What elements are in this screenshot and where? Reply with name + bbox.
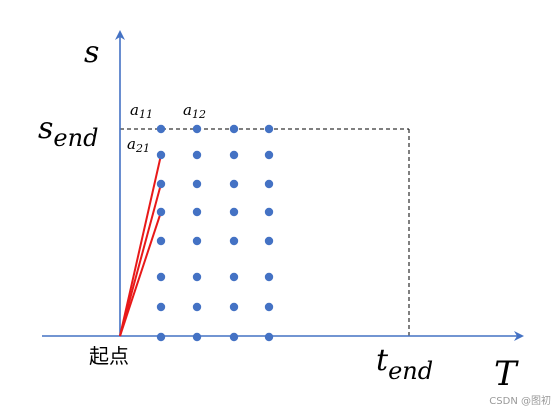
s-end-label: send <box>38 111 98 152</box>
grid-point <box>229 236 239 246</box>
grid-point <box>156 207 166 217</box>
a11-sub: 11 <box>139 108 153 121</box>
grid-point <box>156 236 166 246</box>
origin-label: 起点 <box>89 344 129 368</box>
grid-point <box>264 207 274 217</box>
a11-label: a11 <box>130 101 153 121</box>
s-axis-label: s <box>84 35 99 70</box>
grid-point <box>192 150 202 160</box>
grid-point <box>229 179 239 189</box>
s-end-base: s <box>38 111 53 146</box>
a21-label: a21 <box>127 135 150 155</box>
grid-point <box>192 179 202 189</box>
t-end-sub: end <box>388 357 433 385</box>
grid-point <box>192 207 202 217</box>
grid-point <box>229 272 239 282</box>
a21-base: a <box>127 135 136 153</box>
grid-point <box>192 124 202 134</box>
candidate-path-line <box>119 183 162 337</box>
grid-point <box>156 150 166 160</box>
candidate-path-line <box>119 154 162 337</box>
grid-point <box>229 150 239 160</box>
grid-point <box>264 150 274 160</box>
grid-point <box>229 124 239 134</box>
grid-point <box>192 332 202 342</box>
grid-point <box>192 272 202 282</box>
a21-sub: 21 <box>135 142 150 155</box>
t-axis-label: T <box>494 354 519 394</box>
grid-point <box>264 179 274 189</box>
a12-base: a <box>183 101 192 119</box>
grid-point <box>264 332 274 342</box>
a12-sub: 12 <box>192 108 206 121</box>
a11-base: a <box>130 101 139 119</box>
grid-point <box>264 124 274 134</box>
candidate-paths <box>119 154 162 337</box>
grid-point <box>156 179 166 189</box>
watermark: CSDN @图初 <box>489 394 551 407</box>
grid-point <box>264 272 274 282</box>
grid-point <box>156 332 166 342</box>
grid-point <box>229 332 239 342</box>
grid-point <box>156 272 166 282</box>
grid-point <box>156 124 166 134</box>
s-end-sub: end <box>53 124 98 152</box>
grid-point <box>192 236 202 246</box>
t-end-label: tend <box>376 343 433 385</box>
candidate-path-line <box>119 211 162 337</box>
grid-point <box>192 302 202 312</box>
grid-points <box>156 124 274 342</box>
grid-point <box>264 236 274 246</box>
grid-point <box>229 207 239 217</box>
a12-label: a12 <box>183 101 206 121</box>
grid-point <box>229 302 239 312</box>
t-end-base: t <box>376 343 389 378</box>
grid-point <box>156 302 166 312</box>
grid-point <box>264 302 274 312</box>
